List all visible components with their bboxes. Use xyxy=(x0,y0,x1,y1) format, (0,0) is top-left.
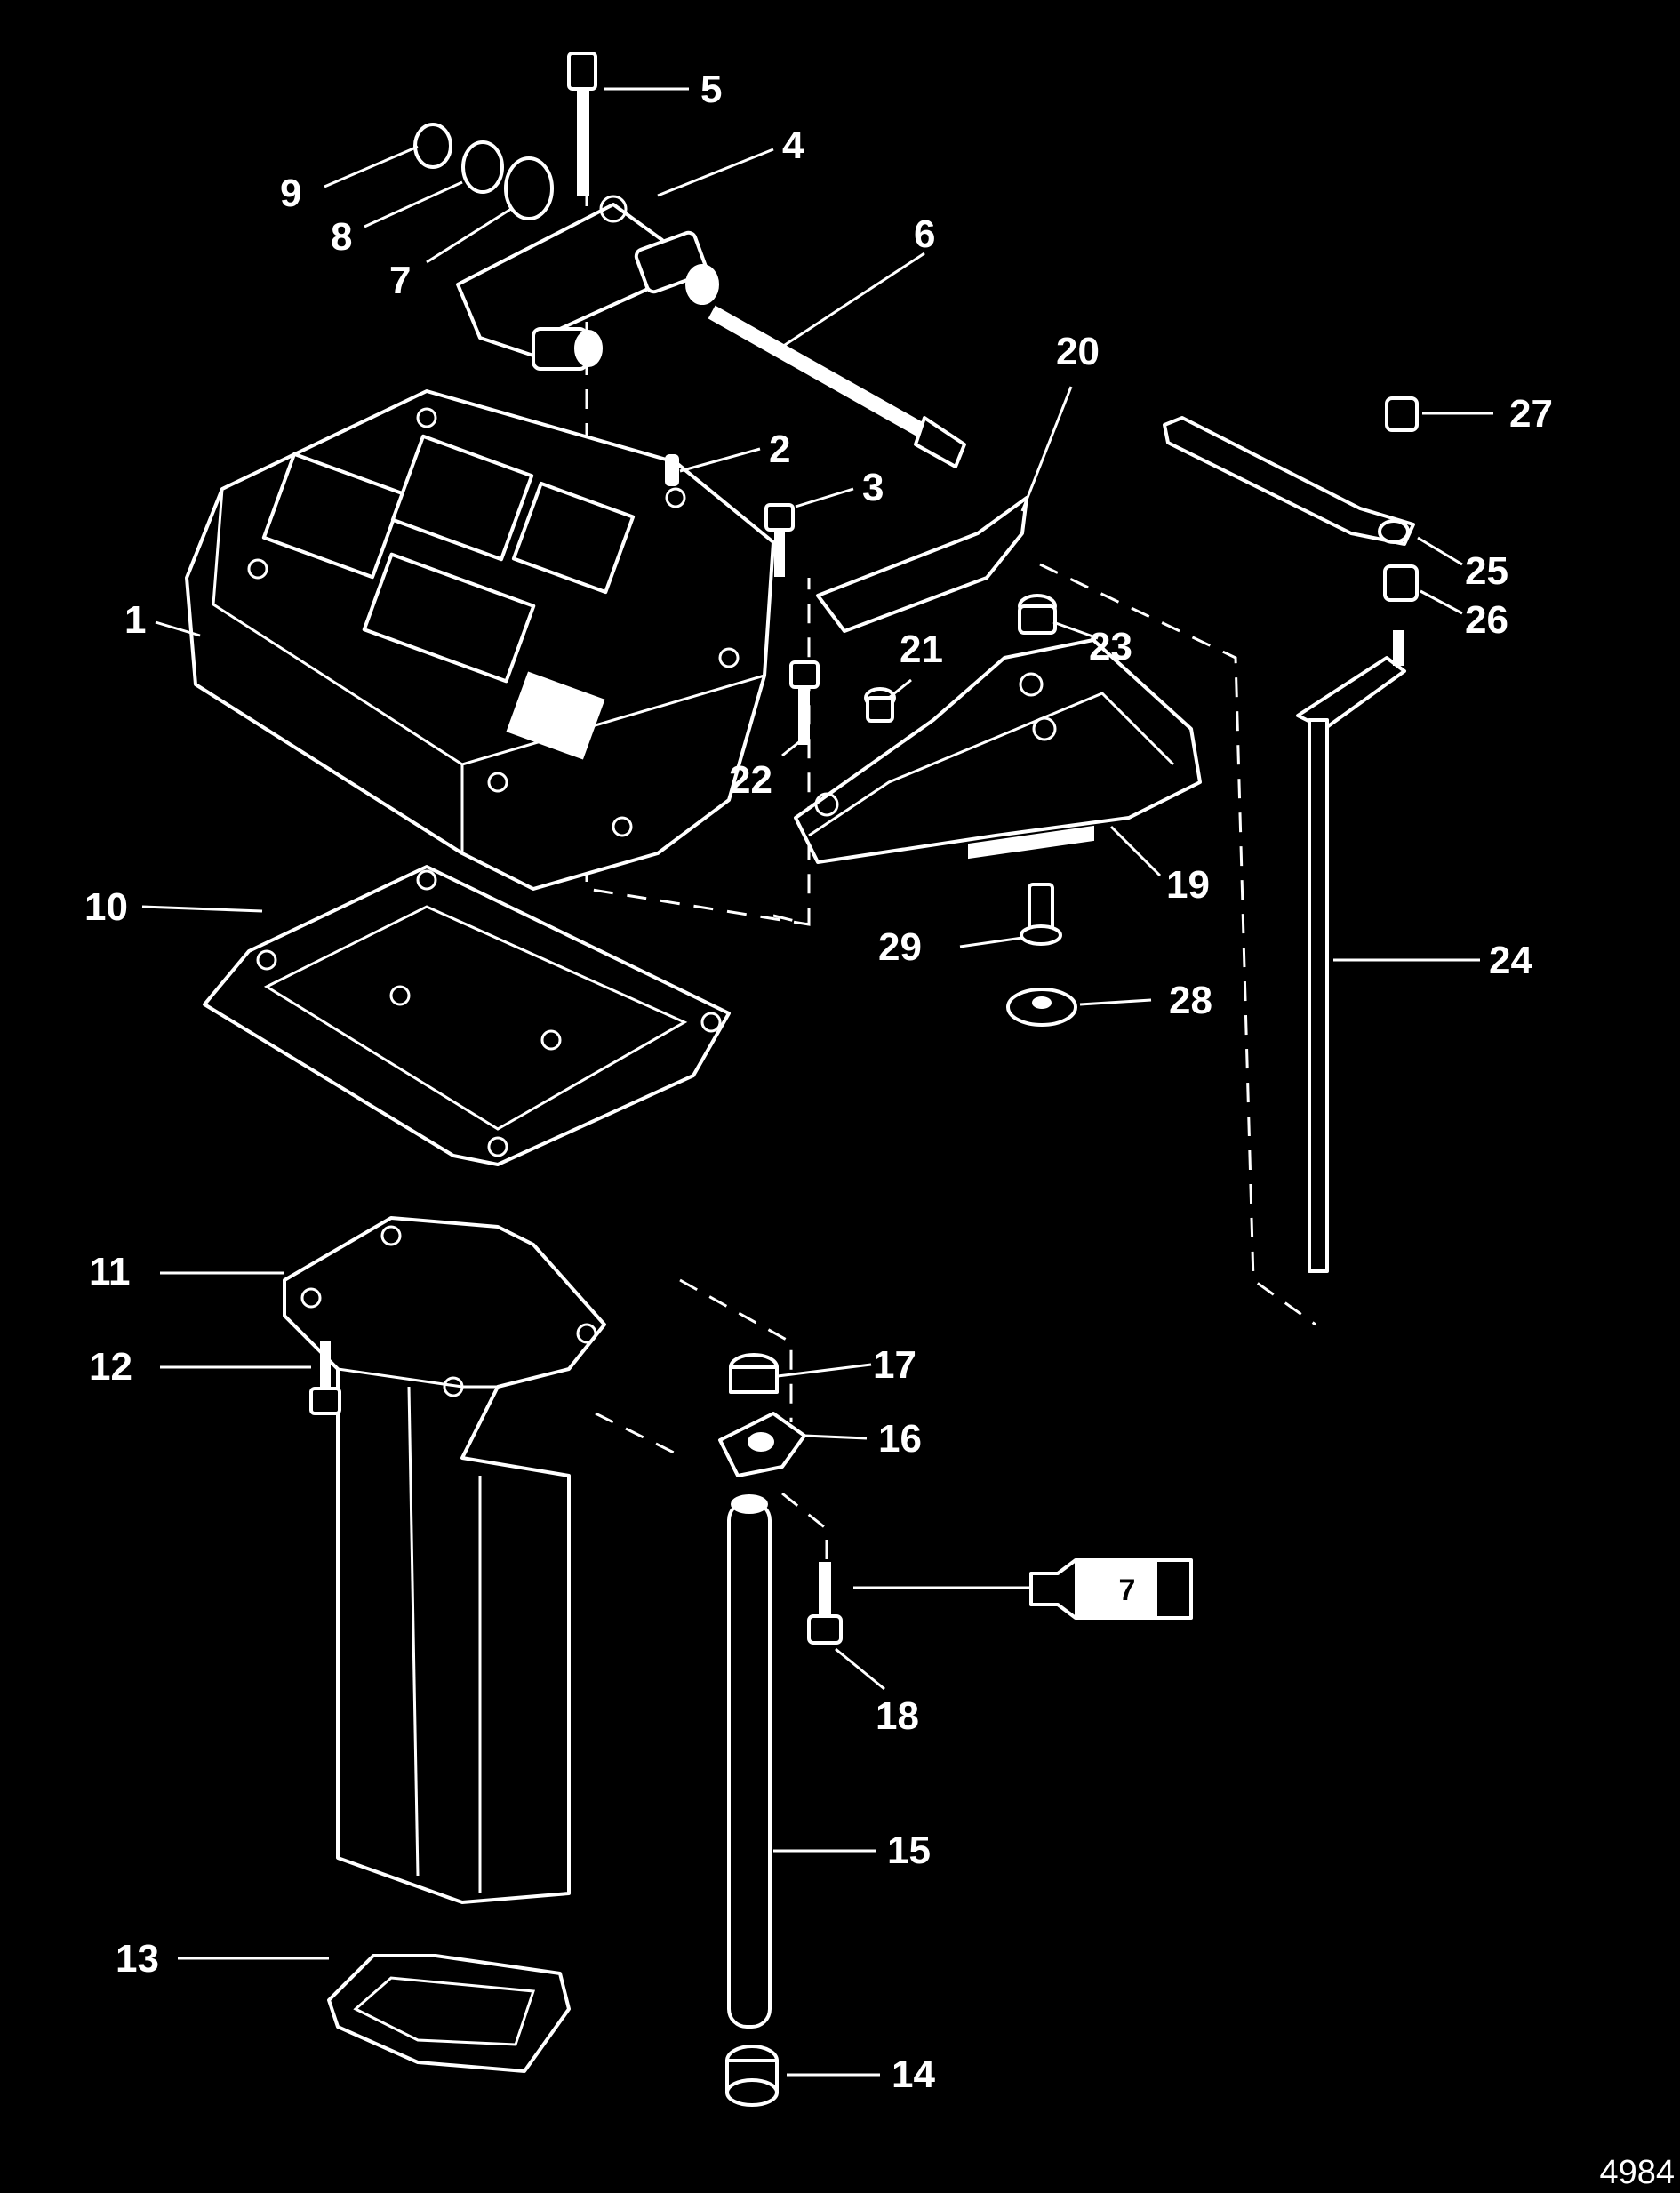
sealant-tube-label: 7 xyxy=(1119,1573,1136,1607)
washer-28 xyxy=(1006,988,1077,1027)
callout-labels: 1 2 3 4 5 6 7 8 9 10 11 12 13 14 15 16 1… xyxy=(84,68,1553,2096)
callout-6: 6 xyxy=(914,212,935,256)
spacer-23 xyxy=(1018,594,1057,635)
bushing-26 xyxy=(1383,564,1419,602)
callout-15: 15 xyxy=(887,1829,931,1872)
bracket-19 xyxy=(794,638,1202,864)
callout-8: 8 xyxy=(331,215,352,259)
callout-28: 28 xyxy=(1169,979,1212,1022)
callout-4: 4 xyxy=(782,124,804,167)
retainer-16 xyxy=(718,1412,806,1477)
callout-24: 24 xyxy=(1489,939,1532,982)
callout-14: 14 xyxy=(892,2053,935,2096)
nut-9 xyxy=(413,123,452,169)
shift-rod-24 xyxy=(1296,630,1406,1273)
seal-7 xyxy=(504,156,554,220)
callout-11: 11 xyxy=(89,1250,131,1293)
driveshaft-housing-11 xyxy=(283,1216,606,1904)
mount-bracket xyxy=(456,195,719,371)
callout-21: 21 xyxy=(900,628,943,671)
grommet-21 xyxy=(864,687,896,723)
seal-13 xyxy=(327,1954,571,2073)
callout-20: 20 xyxy=(1056,330,1100,373)
bolt-5 xyxy=(567,52,597,196)
shift-lever-25 xyxy=(1163,416,1415,546)
shift-shaft-15 xyxy=(727,1494,772,2029)
callout-25: 25 xyxy=(1465,549,1508,593)
callout-7: 7 xyxy=(389,259,411,302)
screw-22 xyxy=(789,660,820,745)
callout-19: 19 xyxy=(1166,863,1210,907)
callout-1: 1 xyxy=(124,598,146,642)
callout-2: 2 xyxy=(769,428,790,471)
cover-plate-20 xyxy=(816,496,1028,633)
screw-12 xyxy=(309,1341,341,1415)
callout-9: 9 xyxy=(280,172,301,215)
sealant-tube: 7 xyxy=(1029,1558,1193,1620)
callout-5: 5 xyxy=(700,68,722,111)
figure-number: 4984 xyxy=(1599,2154,1675,2191)
callout-22: 22 xyxy=(729,758,772,802)
washer-8 xyxy=(461,140,504,194)
screw-18 xyxy=(807,1562,843,1645)
screw-29 xyxy=(1020,883,1062,946)
callout-12: 12 xyxy=(89,1345,132,1389)
callout-17: 17 xyxy=(873,1343,916,1387)
callout-26: 26 xyxy=(1465,598,1508,642)
through-bolt-6 xyxy=(708,305,966,468)
adaptor-plate xyxy=(185,389,775,891)
callout-10: 10 xyxy=(84,885,128,929)
bushing-14 xyxy=(725,2045,779,2107)
callout-23: 23 xyxy=(1089,625,1132,668)
alignment-lines xyxy=(585,187,1316,1565)
dowel-pin-2 xyxy=(665,454,679,486)
callout-18: 18 xyxy=(876,1694,919,1738)
gasket-10 xyxy=(203,865,731,1166)
callout-13: 13 xyxy=(116,1937,159,1981)
screw-3 xyxy=(764,503,795,577)
grommet-17 xyxy=(729,1353,779,1394)
leader-lines xyxy=(141,87,1493,2077)
callout-27: 27 xyxy=(1509,392,1553,436)
callout-3: 3 xyxy=(862,466,884,509)
callout-29: 29 xyxy=(878,925,922,969)
callout-16: 16 xyxy=(878,1417,922,1461)
nut-27 xyxy=(1385,396,1419,432)
